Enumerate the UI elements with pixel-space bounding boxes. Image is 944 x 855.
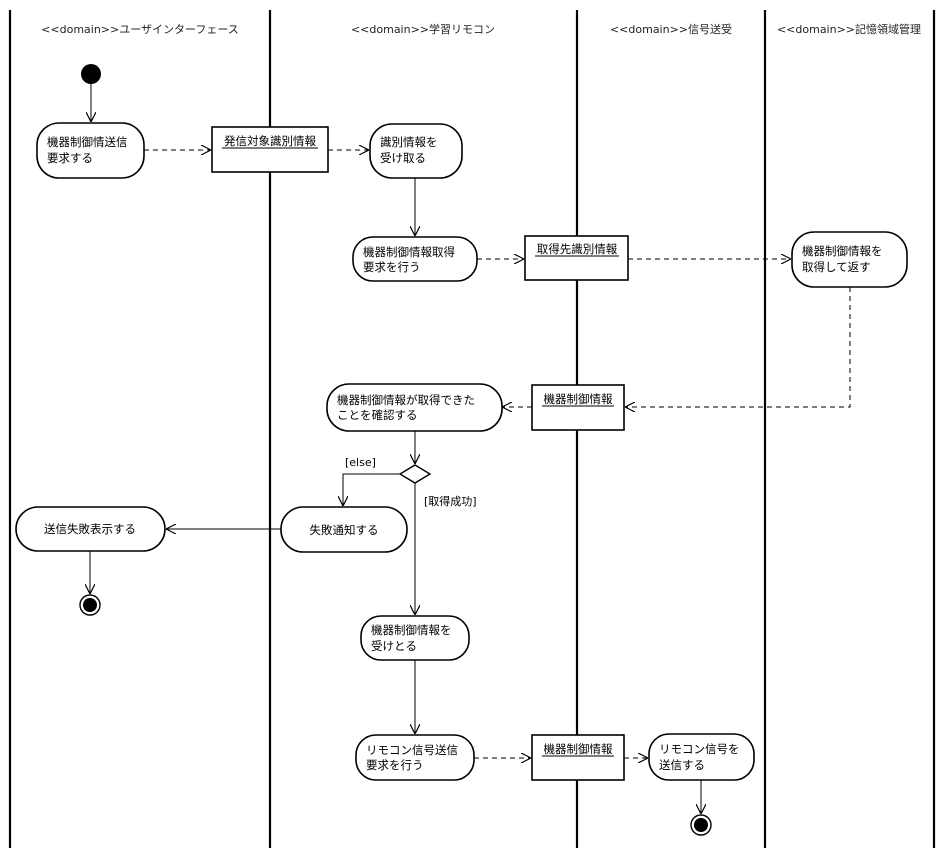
object-control-info-1-label: 機器制御情報	[544, 392, 613, 406]
guard-success: [取得成功]	[424, 495, 477, 508]
action-send-signal-label-1: リモコン信号を	[659, 742, 740, 756]
flow-decision-else	[343, 473, 400, 506]
action-confirm-label-1: 機器制御情報が取得できた	[337, 393, 475, 407]
action-request-get	[352, 236, 478, 282]
object-control-info-1	[531, 384, 625, 431]
action-send-signal	[648, 733, 755, 781]
initial-node	[81, 64, 101, 84]
object-send-target-id	[211, 126, 329, 173]
object-send-target-id-label: 発信対象識別情報	[224, 134, 316, 148]
decision-node	[398, 464, 432, 484]
action-request-get-label-2: 要求を行う	[363, 260, 421, 274]
object-control-info-2-label: 機器制御情報	[544, 742, 613, 756]
guard-else: [else]	[345, 456, 376, 469]
lane-title-learning-remote: <<domain>>学習リモコン	[351, 22, 495, 36]
lane-title-ui: <<domain>>ユーザインターフェース	[41, 23, 239, 36]
action-request-remote-label-1: リモコン信号送信	[366, 743, 458, 757]
action-request-send-label-1: 機器制御情送信	[47, 135, 128, 149]
action-get-return-label-1: 機器制御情報を	[802, 244, 883, 258]
object-get-source-id	[524, 235, 629, 281]
action-receive-id-label-2: 受け取る	[380, 151, 426, 165]
action-confirm-label-2: ことを確認する	[337, 408, 418, 422]
action-send-signal-label-2: 送信する	[659, 758, 705, 772]
lane-title-storage: <<domain>>記憶領域管理	[777, 22, 921, 36]
final-node-success	[694, 818, 708, 832]
action-request-remote-label-2: 要求を行う	[366, 758, 424, 772]
flow-getreturn-to-controlinfo	[625, 287, 851, 407]
final-node-fail	[83, 598, 97, 612]
action-get-return-label-2: 取得して返す	[802, 260, 871, 274]
object-get-source-id-label: 取得先識別情報	[537, 242, 618, 256]
action-receive-info-label-1: 機器制御情報を	[371, 623, 452, 637]
action-receive-info-label-2: 受けとる	[371, 639, 417, 653]
action-notify-fail-label: 失敗通知する	[310, 523, 379, 537]
object-control-info-2	[531, 734, 625, 781]
action-receive-id	[369, 123, 463, 179]
lane-title-signal: <<domain>>信号送受	[610, 22, 732, 36]
action-request-send-label-2: 要求する	[47, 151, 93, 165]
action-receive-id-label-1: 識別情報を	[380, 135, 438, 149]
action-show-fail-label: 送信失敗表示する	[44, 522, 136, 536]
action-request-get-label-1: 機器制御情報取得	[363, 245, 455, 259]
